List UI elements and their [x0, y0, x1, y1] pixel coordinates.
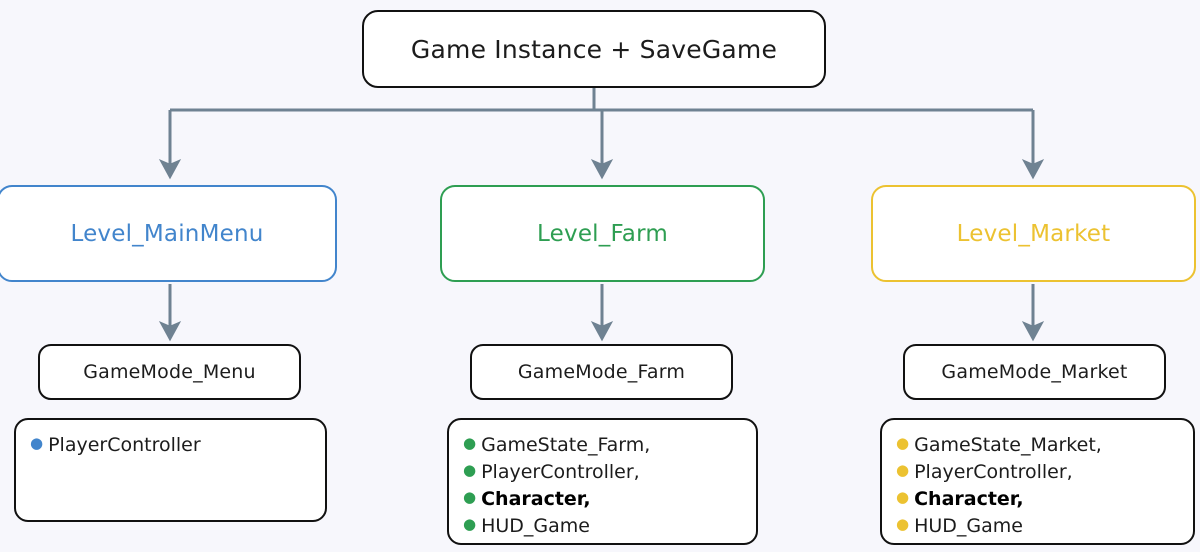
node-label: Level_MainMenu: [70, 220, 264, 247]
bullet-dot-icon: ●: [30, 434, 44, 452]
node-label: GameMode_Market: [941, 361, 1128, 383]
bullet-dot-icon: ●: [463, 461, 477, 479]
bullet-dot-icon: ●: [463, 488, 477, 506]
node-gamemode-menu[interactable]: GameMode_Menu: [38, 344, 301, 400]
node-label: GameMode_Menu: [83, 361, 256, 383]
node-game-instance-savegame[interactable]: Game Instance + SaveGame: [362, 10, 826, 88]
list-item: ● GameState_Market,: [896, 432, 1177, 459]
node-label: GameMode_Farm: [517, 361, 686, 383]
node-label: Game Instance + SaveGame: [410, 34, 778, 64]
actor-list: ● GameState_Farm, ● PlayerController, ● …: [463, 432, 740, 540]
list-item-label: GameState_Market,: [914, 434, 1102, 456]
node-actors-market[interactable]: ● GameState_Market, ● PlayerController, …: [880, 418, 1195, 545]
node-gamemode-farm[interactable]: GameMode_Farm: [470, 344, 733, 400]
node-label: Level_Farm: [537, 220, 668, 247]
bullet-dot-icon: ●: [896, 434, 910, 452]
node-gamemode-market[interactable]: GameMode_Market: [903, 344, 1166, 400]
node-level-farm[interactable]: Level_Farm: [440, 185, 765, 282]
node-actors-mainmenu[interactable]: ● PlayerController: [14, 418, 327, 522]
bullet-dot-icon: ●: [896, 461, 910, 479]
list-item: ● PlayerController,: [463, 459, 740, 486]
list-item: ● HUD_Game: [896, 513, 1177, 540]
node-label: Level_Market: [956, 220, 1111, 247]
bullet-dot-icon: ●: [896, 515, 910, 533]
list-item-label: HUD_Game: [481, 515, 590, 537]
list-item-label: HUD_Game: [914, 515, 1023, 537]
node-level-mainmenu[interactable]: Level_MainMenu: [0, 185, 337, 282]
actor-list: ● GameState_Market, ● PlayerController, …: [896, 432, 1177, 540]
list-item-label: PlayerController,: [914, 461, 1073, 483]
list-item-label: PlayerController: [48, 434, 201, 456]
node-actors-farm[interactable]: ● GameState_Farm, ● PlayerController, ● …: [447, 418, 758, 545]
bullet-dot-icon: ●: [896, 488, 910, 506]
list-item-label: GameState_Farm,: [481, 434, 651, 456]
list-item-label: PlayerController,: [481, 461, 640, 483]
bullet-dot-icon: ●: [463, 515, 477, 533]
list-item: ● Character,: [463, 486, 740, 513]
node-level-market[interactable]: Level_Market: [871, 185, 1196, 282]
list-item: ● PlayerController,: [896, 459, 1177, 486]
list-item-label: Character,: [481, 488, 591, 510]
list-item: ● PlayerController: [30, 432, 309, 459]
list-item: ● GameState_Farm,: [463, 432, 740, 459]
actor-list: ● PlayerController: [30, 432, 309, 459]
list-item-label: Character,: [914, 488, 1024, 510]
list-item: ● Character,: [896, 486, 1177, 513]
bullet-dot-icon: ●: [463, 434, 477, 452]
list-item: ● HUD_Game: [463, 513, 740, 540]
